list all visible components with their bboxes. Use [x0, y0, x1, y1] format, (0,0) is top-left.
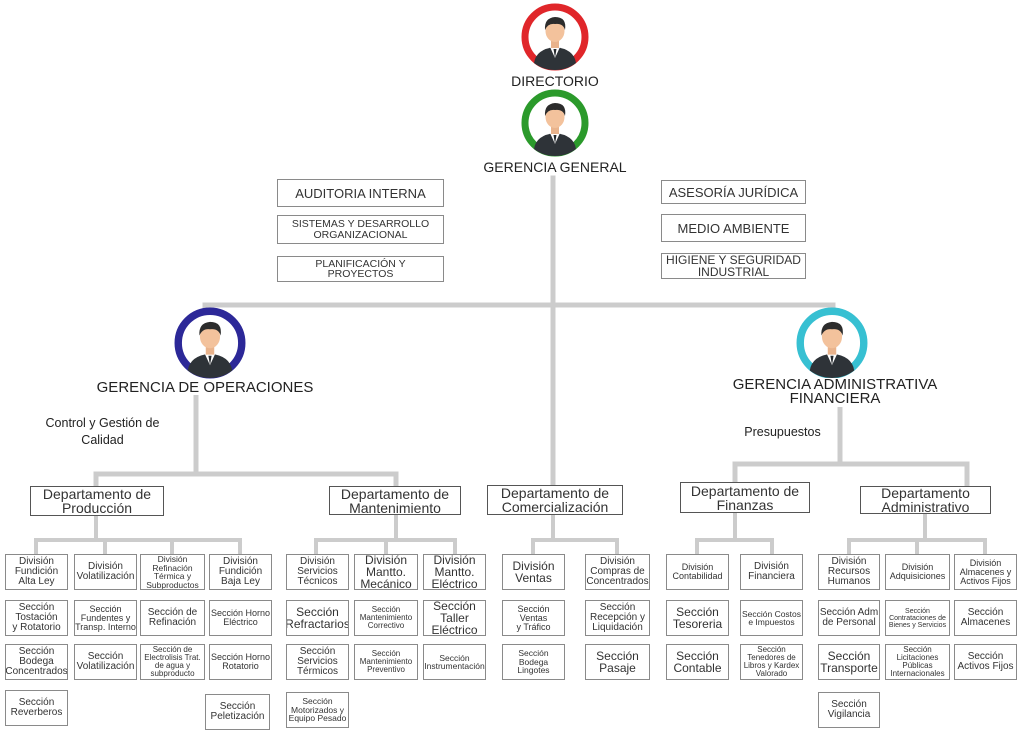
- division-contabilidad: División Contabilidad: [666, 554, 729, 590]
- division-refinacion: División Refinación Térmica y Subproduct…: [140, 554, 205, 590]
- seccion-recepcion-liquidacion: Sección Recepción y Liquidación: [585, 600, 650, 636]
- seccion-costos-impuestos: Sección Costos e Impuestos: [740, 600, 803, 636]
- administrativa-title: GERENCIA ADMINISTRATIVA FINANCIERA: [710, 377, 960, 407]
- seccion-horno-rotatorio: Sección Horno Rotatorio: [209, 644, 272, 680]
- seccion-reverberos: Sección Reverberos: [5, 690, 68, 726]
- seccion-vigilancia: Sección Vigilancia: [818, 692, 880, 728]
- division-compras-concentrados: División Compras de Concentrados: [585, 554, 650, 590]
- seccion-contrataciones: Sección Contrataciones de Bienes y Servi…: [885, 600, 950, 636]
- seccion-adm-personal: Sección Adm de Personal: [818, 600, 880, 636]
- seccion-activos-fijos: Sección Activos Fijos: [954, 644, 1017, 680]
- seccion-tenedores-libros: Sección Tenedores de Libros y Kardex Val…: [740, 644, 803, 680]
- seccion-servicios-termicos: Sección Servicios Térmicos: [286, 644, 349, 680]
- higiene-seguridad-box: HIGIENE Y SEGURIDAD INDUSTRIAL: [661, 253, 806, 279]
- seccion-instrumentacion: Sección Instrumentación: [423, 644, 486, 680]
- seccion-motorizados: Sección Motorizados y Equipo Pesado: [286, 692, 349, 728]
- departamento-mantenimiento: Departamento de Mantenimiento: [329, 486, 461, 515]
- seccion-almacenes: Sección Almacenes: [954, 600, 1017, 636]
- seccion-mantenimiento-preventivo: Sección Mantenimiento Preventivo: [354, 644, 418, 680]
- seccion-horno-electrico: Sección Horno Eléctrico: [209, 600, 272, 636]
- gerencia-general-label: GERENCIA GENERAL: [470, 160, 640, 174]
- departamento-finanzas: Departamento de Finanzas: [680, 482, 810, 513]
- division-volatilizacion: División Volatilización: [74, 554, 137, 590]
- division-ventas: División Ventas: [502, 554, 565, 590]
- seccion-contable: Sección Contable: [666, 644, 729, 680]
- gerencia-general-avatar-icon: [521, 89, 589, 157]
- seccion-mantenimiento-correctivo: Sección Mantenimiento Correctivo: [354, 600, 418, 636]
- seccion-electrolisis: Sección de Electrolisis Trat. de agua y …: [140, 644, 205, 680]
- planificacion-proyectos-box: PLANIFICACIÓN Y PROYECTOS: [277, 256, 444, 282]
- seccion-refractarios: Sección Refractarios: [286, 600, 349, 636]
- seccion-bodega-concentrados: Sección Bodega Concentrados: [5, 644, 68, 680]
- directorio-label: DIRECTORIO: [490, 74, 620, 88]
- administrativa-avatar-icon: [796, 307, 868, 379]
- seccion-peletizacion: Sección Peletización: [205, 694, 270, 730]
- seccion-refinacion: Sección de Refinación: [140, 600, 205, 636]
- division-adquisiciones: División Adquisiciones: [885, 554, 950, 590]
- operaciones-note: Control y Gestión de Calidad: [45, 416, 160, 447]
- seccion-pasaje: Sección Pasaje: [585, 644, 650, 680]
- asesoria-juridica-box: ASESORÍA JURÍDICA: [661, 180, 806, 204]
- sistemas-desarrollo-box: SISTEMAS Y DESARROLLO ORGANIZACIONAL: [277, 215, 444, 244]
- seccion-tostacion: Sección Tostación y Rotatorio: [5, 600, 68, 636]
- seccion-volatilizacion: Sección Volatilización: [74, 644, 137, 680]
- seccion-bodega-lingotes: Sección Bodega Lingotes: [502, 644, 565, 680]
- seccion-licitaciones: Sección Licitaciones Públicas Internacio…: [885, 644, 950, 680]
- division-fundicion-baja-ley: División Fundición Baja Ley: [209, 554, 272, 590]
- operaciones-avatar-icon: [174, 307, 246, 379]
- seccion-ventas-trafico: Sección Ventas y Tráfico: [502, 600, 565, 636]
- departamento-produccion: Departamento de Producción: [30, 486, 164, 516]
- departamento-administrativo: Departamento Administrativo: [860, 486, 991, 514]
- directorio-avatar-icon: [521, 3, 589, 71]
- auditoria-interna-box: AUDITORIA INTERNA: [277, 179, 444, 207]
- seccion-tesoreria: Sección Tesoreria: [666, 600, 729, 636]
- seccion-taller-electrico: Sección Taller Eléctrico: [423, 600, 486, 636]
- division-servicios-tecnicos: División Servicios Técnicos: [286, 554, 349, 590]
- division-almacenes-activos: División Almacenes y Activos Fijos: [954, 554, 1017, 590]
- departamento-comercializacion: Departamento de Comercialización: [487, 485, 623, 515]
- division-financiera: División Financiera: [740, 554, 803, 590]
- administrativa-note: Presupuestos: [744, 425, 821, 439]
- seccion-fundentes: Sección Fundentes y Transp. Interno: [74, 600, 137, 636]
- operaciones-title: GERENCIA DE OPERACIONES: [80, 380, 330, 395]
- division-mantto-mecanico: División Mantto. Mecánico: [354, 554, 418, 590]
- medio-ambiente-box: MEDIO AMBIENTE: [661, 214, 806, 242]
- seccion-transporte: Sección Transporte: [818, 644, 880, 680]
- division-fundicion-alta-ley: División Fundición Alta Ley: [5, 554, 68, 590]
- division-recursos-humanos: División Recursos Humanos: [818, 554, 880, 590]
- division-mantto-electrico: División Mantto. Eléctrico: [423, 554, 486, 590]
